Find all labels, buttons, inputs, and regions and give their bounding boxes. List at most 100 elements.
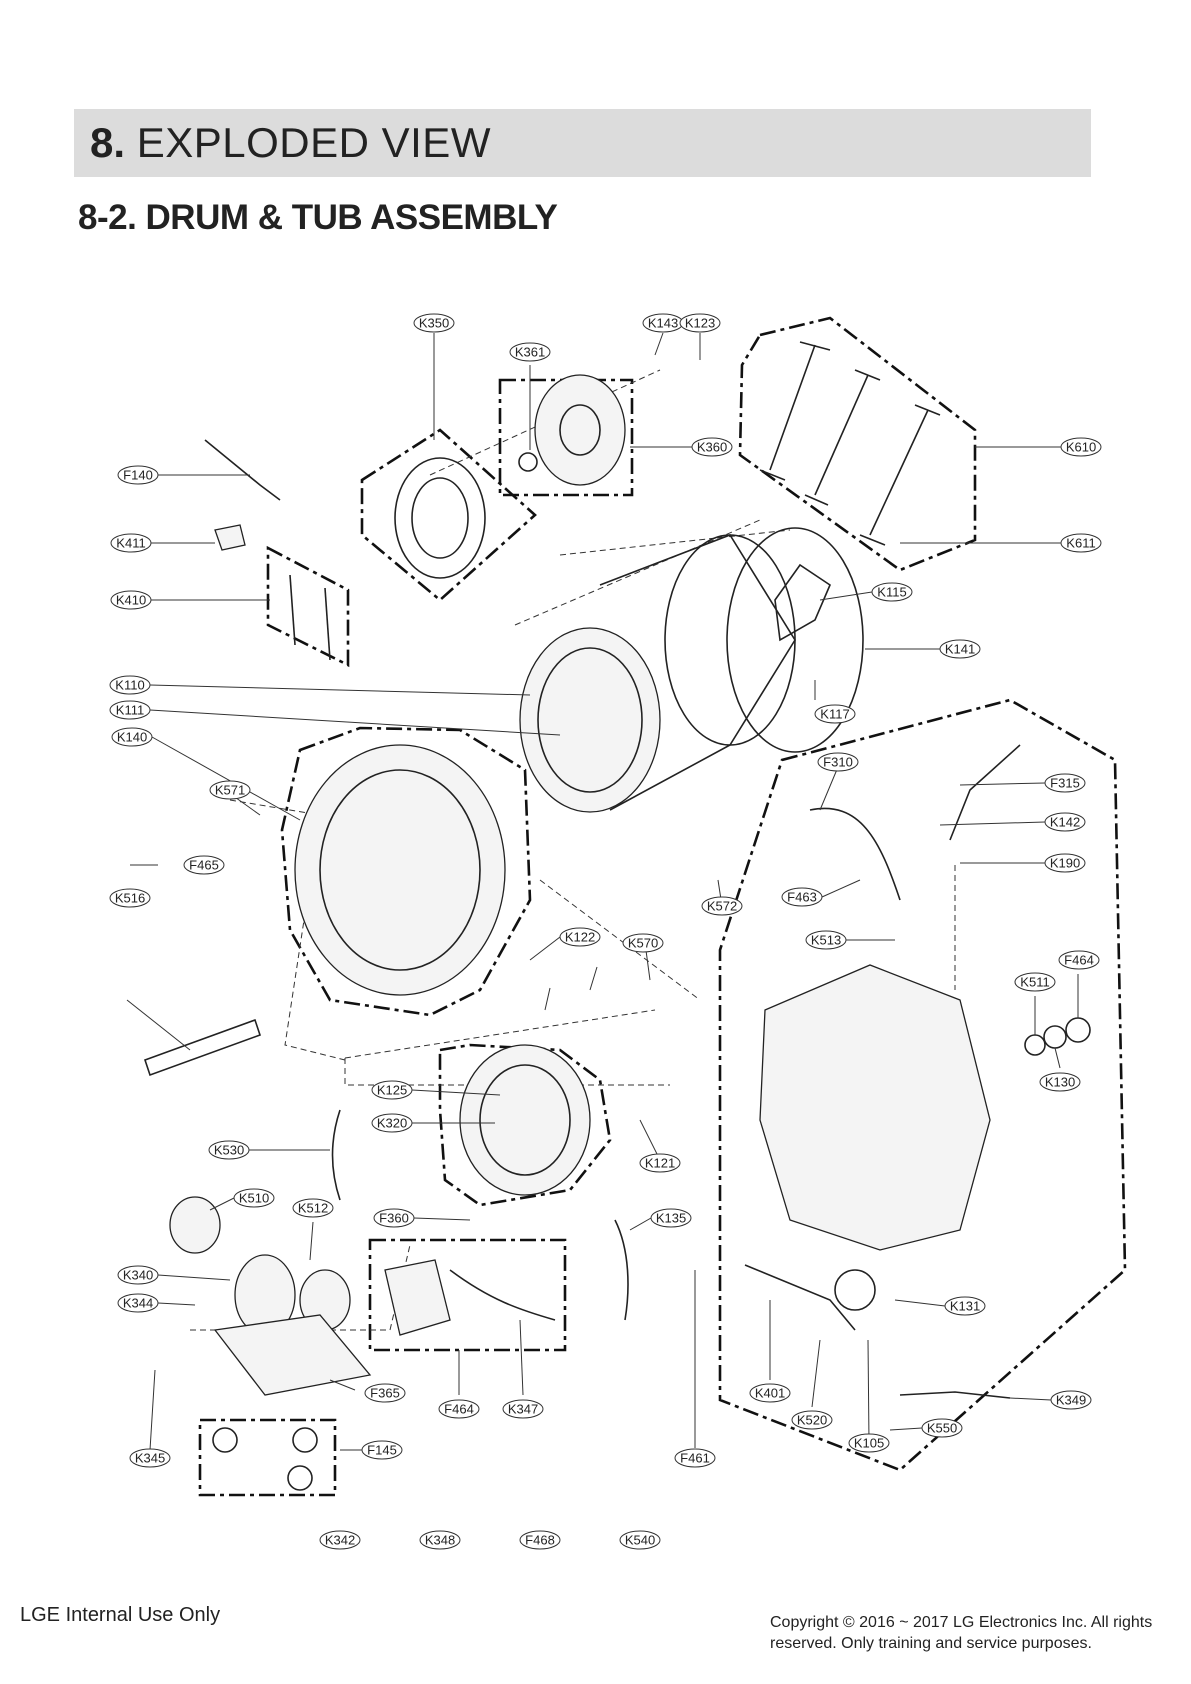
callout-text: K550 [927,1421,957,1436]
callout-f468: F468 [519,1530,561,1550]
page-title: 8. EXPLODED VIEW [90,118,491,168]
callout-k349: K349 [1050,1390,1092,1410]
callout-oval [209,780,251,800]
callout-text: K401 [755,1386,785,1401]
callout-text: K130 [1045,1075,1075,1090]
callout-f310: F310 [817,752,859,772]
hose-f365 [614,1219,629,1321]
callout-oval [292,1198,334,1218]
stator-part [394,457,486,579]
callout-oval [1060,533,1102,553]
callout-text: K342 [325,1533,355,1548]
callout-k125: K125 [371,1080,413,1100]
callout-oval [749,1383,791,1403]
footer-copyright: Copyright © 2016 ~ 2017 LG Electronics I… [770,1614,1153,1652]
callout-text: K520 [797,1413,827,1428]
callout-oval [509,342,551,362]
callout-text: K511 [1020,975,1049,990]
callout-oval [319,1530,361,1550]
callout-text: K540 [625,1533,655,1548]
callout-k122: K122 [559,927,601,947]
callout-text: K570 [628,936,658,951]
callout-text: F310 [823,755,853,770]
callout-oval [117,465,159,485]
callout-oval [791,1410,833,1430]
callout-oval [111,727,153,747]
callout-k348: K348 [419,1530,461,1550]
callout-text: K142 [1050,815,1080,830]
callout-text: F461 [680,1451,710,1466]
callout-oval [109,700,151,720]
callout-text: K111 [116,703,144,718]
drain-hose-k520 [744,1264,856,1331]
callout-oval [371,1080,413,1100]
callout-oval [110,533,152,553]
page-subtitle: 8-2. DRUM & TUB ASSEMBLY [78,198,558,237]
callout-k344: K344 [117,1293,159,1313]
callout-text: K345 [135,1451,165,1466]
callout-text: K110 [115,678,144,693]
heater-part [143,1018,262,1077]
callout-f315: F315 [1044,773,1086,793]
callout-f464: F464 [1058,950,1100,970]
drain-hose-f310 [809,807,901,901]
callout-k190: K190 [1044,853,1086,873]
filter-1 [212,1427,238,1453]
callout-oval [619,1530,661,1550]
spring-group-outline [266,545,350,668]
footer-notice: LGE Internal Use Only [20,1604,221,1626]
wire-f145 [449,1269,556,1321]
drum-rear [664,534,796,746]
callout-k611: K611 [1060,533,1102,553]
callout-k121: K121 [639,1153,681,1173]
damper-part-2 [814,374,869,496]
callout-oval [921,1418,963,1438]
callout-text: K121 [645,1156,675,1171]
callout-text: K105 [854,1436,884,1451]
callout-text: K141 [945,642,975,657]
callout-oval [650,1208,692,1228]
drum-body [599,534,796,811]
callout-oval [371,1113,413,1133]
callout-f360: F360 [373,1208,415,1228]
callout-oval [117,1265,159,1285]
callout-text: K516 [115,891,145,906]
header-band [74,109,1091,177]
callout-text: K530 [214,1143,244,1158]
callout-oval [1050,1390,1092,1410]
callout-oval [413,313,455,333]
callout-oval [1044,812,1086,832]
callout-k141: K141 [939,639,981,659]
callout-k130: K130 [1039,1072,1081,1092]
callout-oval [805,930,847,950]
filter-plate [213,1314,372,1396]
callout-oval [674,1448,716,1468]
bearing-k121 [1043,1025,1067,1049]
damper-part-3 [869,409,929,536]
callout-k117: K117 [814,704,856,724]
callout-k105: K105 [848,1433,890,1453]
callout-oval [519,1530,561,1550]
callout-oval [1044,773,1086,793]
damper-part-1 [769,344,816,471]
motor-part [169,1196,221,1254]
callout-text: K125 [377,1083,407,1098]
leader-lines [126,332,1079,1451]
callout-text: K135 [656,1211,686,1226]
section-number: 8. [90,119,126,166]
spring-part-1 [289,574,296,646]
callout-text: K572 [707,899,737,914]
callout-text: K361 [515,345,545,360]
callout-k360: K360 [691,437,733,457]
callout-k142: K142 [1044,812,1086,832]
callout-text: F140 [123,468,153,483]
filter-3 [287,1465,313,1491]
bellows-part [949,744,1021,841]
callout-k347: K347 [502,1399,544,1419]
callout-text: F464 [1064,953,1094,968]
callout-text: K410 [116,593,146,608]
callout-oval [639,1153,681,1173]
callout-text: K320 [377,1116,407,1131]
